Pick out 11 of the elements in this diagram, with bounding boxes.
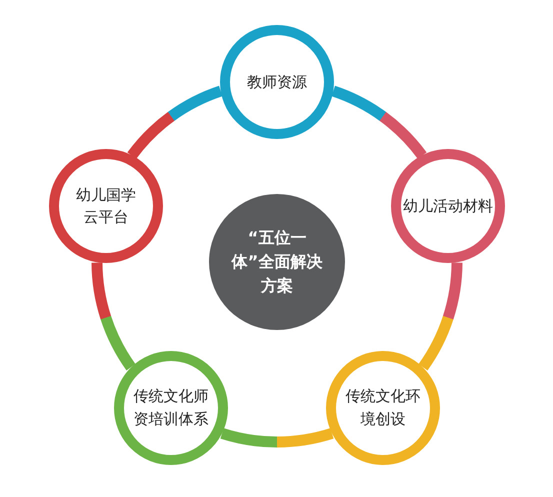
- topic-label: 传统文化环境创设: [345, 386, 420, 430]
- topic-label: 传统文化师资培训体系: [134, 386, 209, 430]
- ring-connector: [128, 86, 223, 160]
- topic-label: 幼儿国学云平台: [76, 184, 136, 228]
- ring-connector: [331, 86, 426, 160]
- center-title: “五位一体”全面解决方案: [230, 227, 324, 297]
- topic-label: 教师资源: [246, 72, 308, 93]
- ring-connector: [220, 428, 334, 448]
- topic-label: 幼儿活动材料: [403, 196, 494, 218]
- ring-connector: [92, 262, 136, 370]
- ring-connector: [418, 262, 462, 370]
